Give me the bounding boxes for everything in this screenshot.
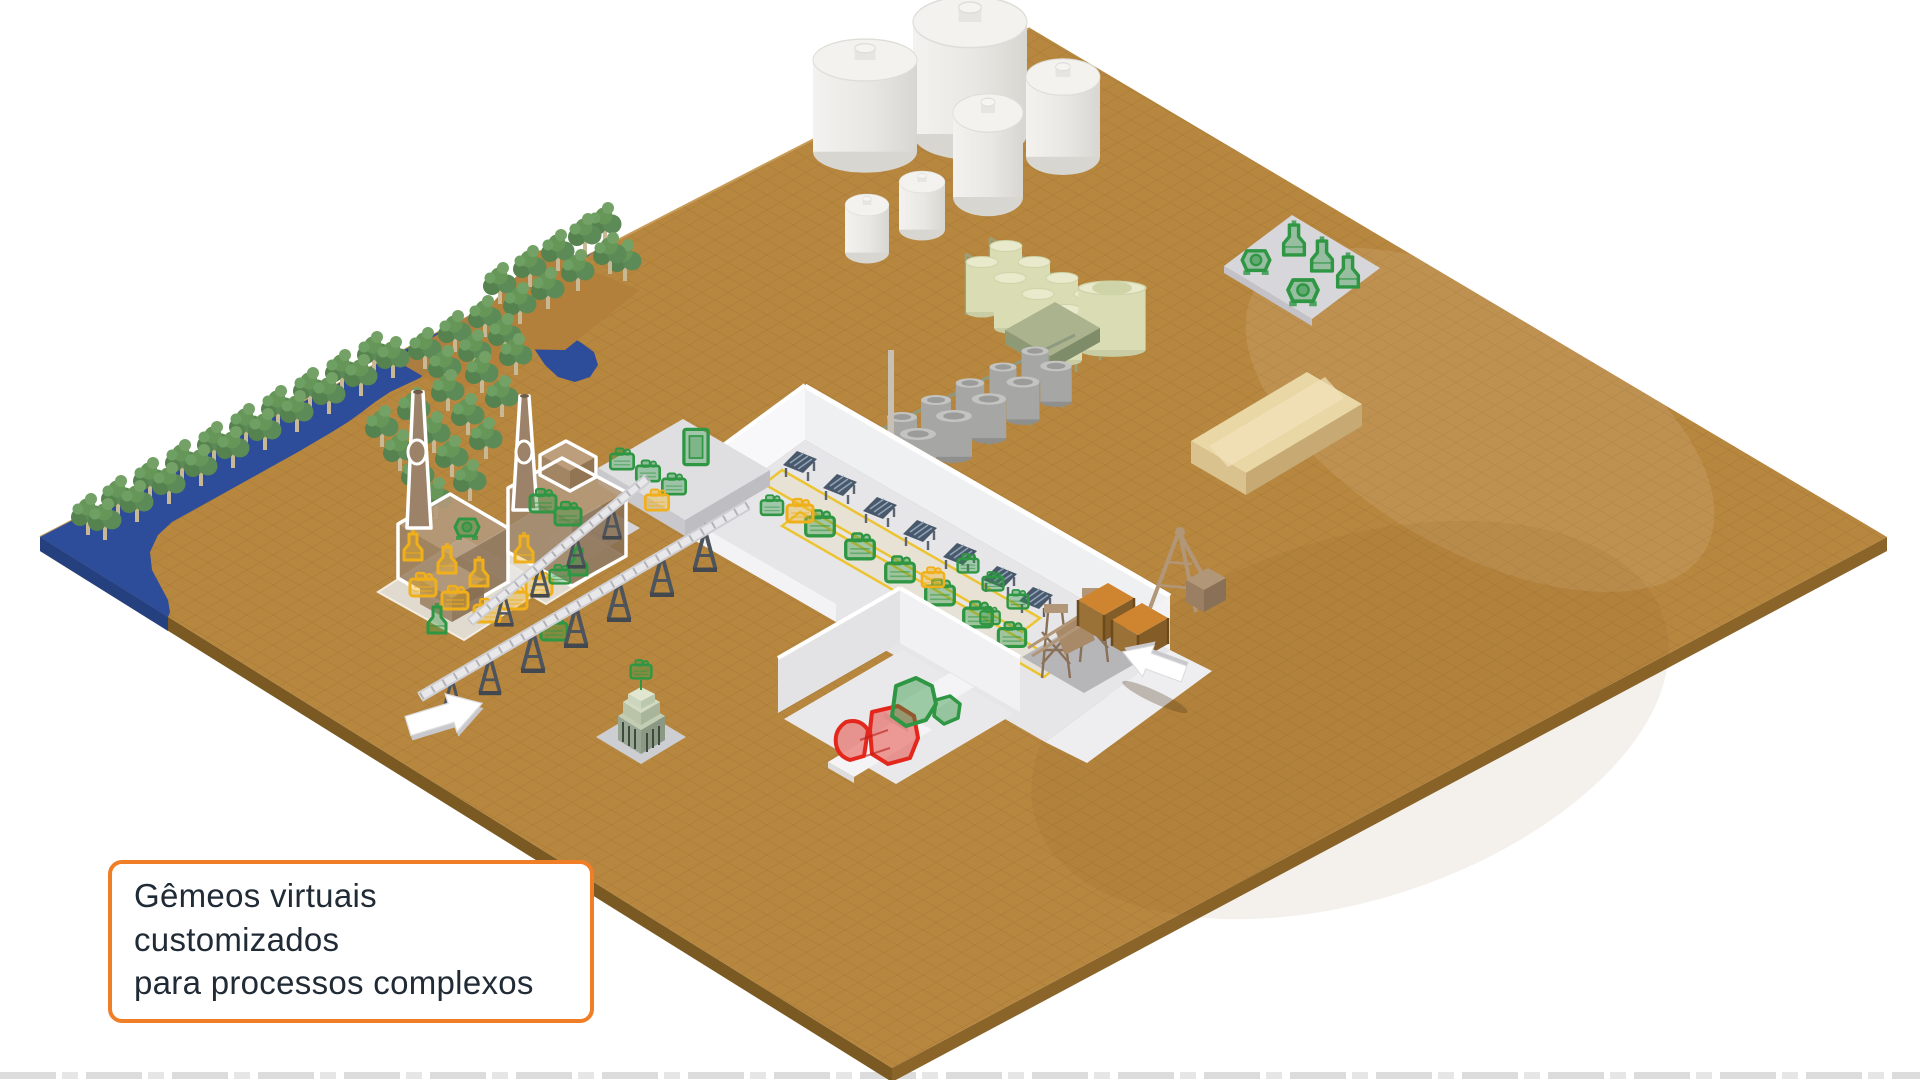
ground-dashes [0, 1070, 1920, 1080]
caption-line2: para processos complexos [134, 964, 534, 1002]
caption-line1: Gêmeos virtuais customizados [134, 877, 377, 958]
chimney-left [405, 389, 433, 530]
cooling-tower [596, 658, 686, 764]
ore-bins [1076, 583, 1170, 661]
smelter-building [376, 389, 628, 642]
chimney-right [511, 394, 539, 512]
caption-box: Gêmeos virtuais customizados para proces… [108, 860, 594, 1023]
alert-equipment-red[interactable] [833, 704, 920, 766]
mine-headframe [1148, 527, 1226, 613]
conveyor-1 [417, 500, 751, 715]
inspection-room [777, 586, 1021, 784]
conveyor-2 [466, 474, 652, 629]
ok-equipment-green[interactable] [890, 676, 962, 728]
equipment-pad [1224, 215, 1380, 326]
warehouse [1191, 372, 1362, 495]
ground-shadow [1122, 680, 1188, 714]
